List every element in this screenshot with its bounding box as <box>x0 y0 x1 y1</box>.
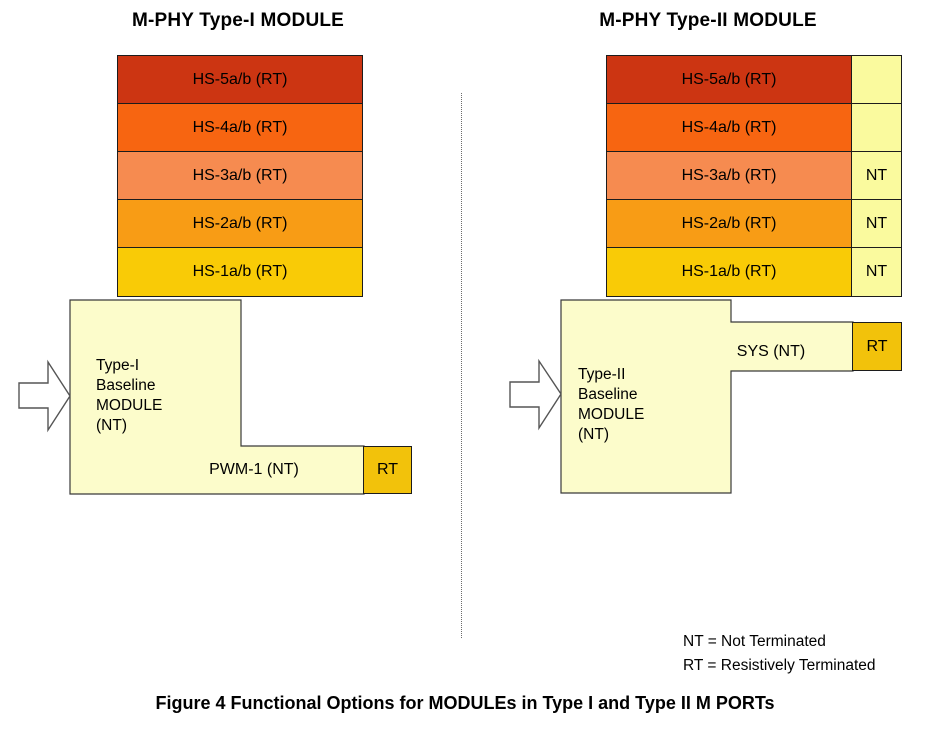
baseline-label-line: Type-I <box>96 357 140 374</box>
nt-cell <box>852 104 901 152</box>
left-arrow-icon <box>18 359 71 433</box>
pwm1-lane-label: PWM-1 (NT) <box>209 461 299 478</box>
right-baseline-label: Type-II Baseline MODULE (NT) <box>578 365 644 445</box>
baseline-label-line: Baseline <box>578 386 638 403</box>
baseline-label-line: (NT) <box>96 417 127 434</box>
hs-bar: HS-1a/b (RT) <box>607 248 851 296</box>
hs-bar: HS-5a/b (RT) <box>118 56 362 104</box>
termination-legend: NT = Not Terminated RT = Resistively Ter… <box>683 630 876 678</box>
hs-bar: HS-4a/b (RT) <box>118 104 362 152</box>
right-arrow-icon <box>509 358 562 431</box>
hs-bar: HS-5a/b (RT) <box>607 56 851 104</box>
legend-line-nt: NT = Not Terminated <box>683 633 826 650</box>
left-baseline-label: Type-I Baseline MODULE (NT) <box>96 356 162 436</box>
left-module-title: M-PHY Type-I MODULE <box>131 10 345 31</box>
baseline-label-line: (NT) <box>578 426 609 443</box>
left-rt-box: RT <box>363 446 412 494</box>
legend-line-rt: RT = Resistively Terminated <box>683 657 876 674</box>
right-module-title: M-PHY Type-II MODULE <box>599 10 817 31</box>
left-hs-stack: HS-5a/b (RT) HS-4a/b (RT) HS-3a/b (RT) H… <box>117 55 363 297</box>
baseline-label-line: MODULE <box>578 406 645 423</box>
right-baseline-shape <box>560 299 854 494</box>
sys-lane-label: SYS (NT) <box>736 343 806 360</box>
section-divider <box>461 93 462 638</box>
hs-bar: HS-4a/b (RT) <box>607 104 851 152</box>
hs-bar: HS-2a/b (RT) <box>118 200 362 248</box>
right-nt-column: NT NT NT <box>851 55 902 297</box>
hs-bar: HS-3a/b (RT) <box>607 152 851 200</box>
nt-cell: NT <box>852 152 901 200</box>
figure-caption: Figure 4 Functional Options for MODULEs … <box>155 693 775 713</box>
baseline-label-line: MODULE <box>96 397 163 414</box>
hs-bar: HS-1a/b (RT) <box>118 248 362 296</box>
baseline-label-line: Type-II <box>578 366 626 383</box>
nt-cell: NT <box>852 248 901 296</box>
nt-cell: NT <box>852 200 901 248</box>
nt-cell <box>852 56 901 104</box>
hs-bar: HS-2a/b (RT) <box>607 200 851 248</box>
right-rt-box: RT <box>852 322 902 371</box>
baseline-label-line: Baseline <box>96 377 156 394</box>
right-hs-stack: HS-5a/b (RT) HS-4a/b (RT) HS-3a/b (RT) H… <box>606 55 852 297</box>
hs-bar: HS-3a/b (RT) <box>118 152 362 200</box>
